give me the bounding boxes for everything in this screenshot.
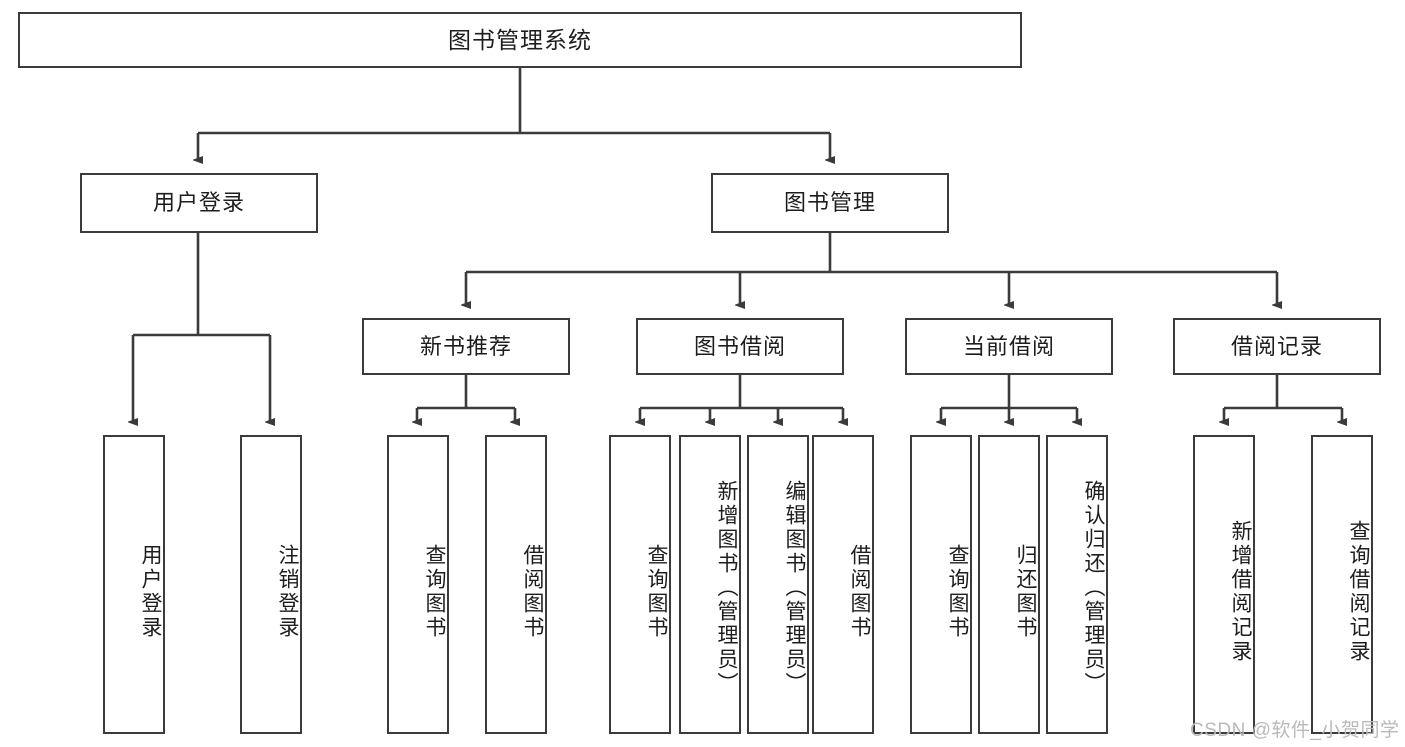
leaf-borrow-record-query[interactable]: 查询借阅记录 [1311, 435, 1373, 734]
leaf-book-borrow-borrow[interactable]: 借阅图书 [812, 435, 874, 734]
leaf-current-borrow-confirm-admin[interactable]: 确认归还（管理员） [1046, 435, 1108, 734]
leaf-user-login-login[interactable]: 用户登录 [103, 435, 165, 734]
leaf-current-borrow-return[interactable]: 归还图书 [978, 435, 1040, 734]
leaf-book-borrow-query[interactable]: 查询图书 [609, 435, 671, 734]
csdn-watermark: CSDN @软件_小贺同学 [1190, 720, 1400, 741]
node-new-book-recommend[interactable]: 新书推荐 [362, 318, 570, 375]
node-book-management[interactable]: 图书管理 [711, 173, 949, 233]
node-borrow-record[interactable]: 借阅记录 [1173, 318, 1381, 375]
node-current-borrow[interactable]: 当前借阅 [905, 318, 1113, 375]
leaf-borrow-record-add[interactable]: 新增借阅记录 [1193, 435, 1255, 734]
leaf-current-borrow-query[interactable]: 查询图书 [910, 435, 972, 734]
leaf-user-login-logout[interactable]: 注销登录 [240, 435, 302, 734]
node-book-borrow[interactable]: 图书借阅 [636, 318, 844, 375]
node-root[interactable]: 图书管理系统 [18, 12, 1022, 68]
node-user-login[interactable]: 用户登录 [80, 173, 318, 233]
leaf-book-borrow-edit-admin[interactable]: 编辑图书（管理员） [747, 435, 809, 734]
leaf-new-book-borrow[interactable]: 借阅图书 [485, 435, 547, 734]
leaf-new-book-query[interactable]: 查询图书 [387, 435, 449, 734]
leaf-book-borrow-add-admin[interactable]: 新增图书（管理员） [679, 435, 741, 734]
